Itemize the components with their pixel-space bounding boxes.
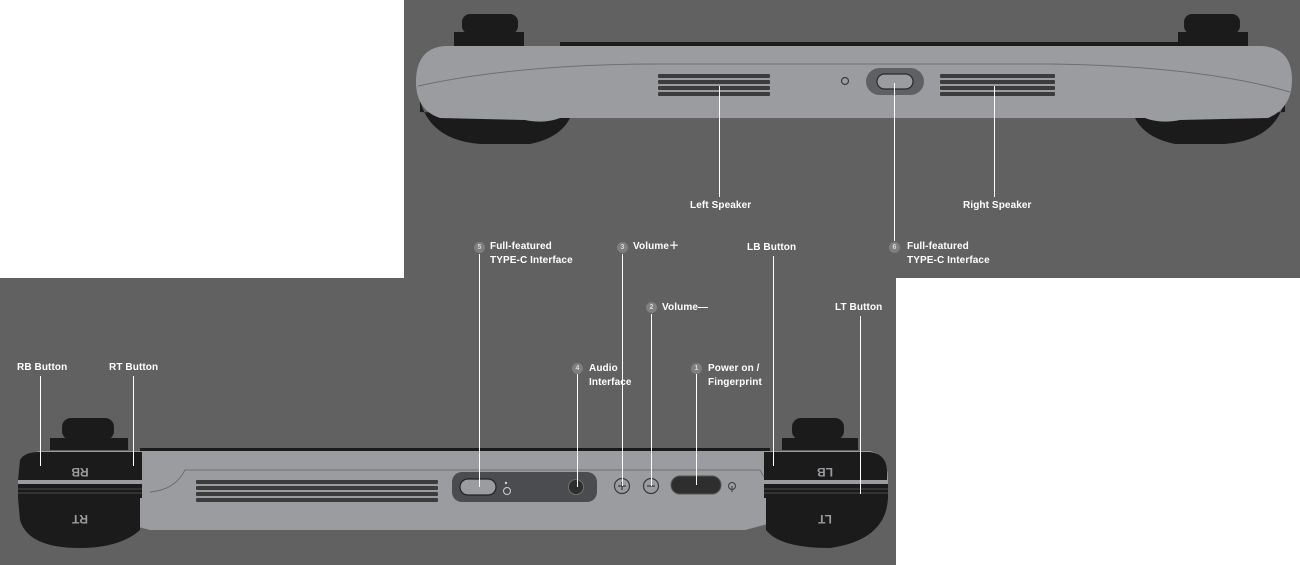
top-right-stick-base [1178, 32, 1248, 46]
leader-type-c-6 [894, 83, 895, 241]
lb-lt-gap [764, 480, 888, 484]
leader-type-c-5 [479, 254, 480, 487]
leader-right-speaker [994, 86, 995, 197]
leader-volume-plus [622, 254, 623, 486]
bottom-right-stick-base [782, 438, 858, 450]
label-type-c-6-line1: Full-featured [907, 241, 969, 252]
leader-lt [860, 316, 861, 494]
leader-rt [133, 376, 134, 466]
leader-left-speaker [719, 86, 720, 197]
leader-volume-minus [651, 314, 652, 486]
label-lt-button: LT Button [835, 302, 883, 313]
top-body [416, 46, 1292, 122]
top-body-seam [417, 63, 1291, 93]
badge-type-c-6: 6 [889, 242, 900, 253]
label-rb-button: RB Button [17, 362, 68, 373]
badge-type-c-5: 5 [474, 242, 485, 253]
lt-band [764, 484, 888, 498]
rt-band [18, 484, 142, 498]
label-volume-plus: Volume＋ [633, 241, 680, 252]
lb-shape [764, 452, 887, 480]
top-back-edge [560, 42, 1180, 48]
bottom-led-dot [504, 481, 508, 485]
label-type-c-5-line2: TYPE-C Interface [490, 255, 573, 266]
rt-mark: RT [71, 512, 88, 526]
lb-mark: LB [817, 465, 833, 479]
rb-rt-gap [18, 480, 142, 484]
top-left-stick-cap [462, 14, 518, 34]
rb-shape [18, 452, 142, 480]
label-type-c-5-line1: Full-featured [490, 241, 552, 252]
label-power-line2: Fingerprint [708, 377, 762, 388]
top-left-stick-base [454, 32, 524, 46]
label-power-line1: Power on / [708, 363, 760, 374]
bottom-audio-jack [568, 479, 584, 495]
leader-power [696, 374, 697, 485]
badge-audio: 4 [572, 363, 583, 374]
label-audio-line2: Interface [589, 377, 632, 388]
lt-mark: LT [817, 512, 831, 526]
bottom-left-stick-base [50, 438, 128, 450]
top-right-grip [1135, 100, 1285, 144]
bottom-device: RB RT LB LT [18, 418, 888, 548]
label-volume-minus: Volume— [662, 302, 709, 313]
label-type-c-6-line2: TYPE-C Interface [907, 255, 990, 266]
label-rt-button: RT Button [109, 362, 159, 373]
top-left-grip [420, 100, 570, 144]
label-lb-button: LB Button [747, 242, 797, 253]
bottom-type-c-port [459, 478, 497, 496]
label-right-speaker: Right Speaker [963, 200, 1032, 211]
badge-volume-minus: 2 [646, 302, 657, 313]
lt-shape [766, 498, 888, 548]
leader-audio [577, 374, 578, 487]
leader-rb [40, 376, 41, 466]
badge-volume-plus: 3 [617, 242, 628, 253]
top-device [416, 14, 1292, 144]
top-type-c-port [876, 73, 914, 90]
top-right-speaker-grille [940, 74, 1055, 96]
top-left-speaker-grille [658, 74, 770, 96]
fingerprint-icon [728, 482, 736, 492]
bottom-left-stick-cap [62, 418, 114, 440]
leader-lb [773, 256, 774, 466]
shoulder-stripes [18, 488, 888, 494]
top-right-stick-cap [1184, 14, 1240, 34]
bottom-speaker-grille [196, 480, 438, 502]
badge-power: 1 [691, 363, 702, 374]
bottom-right-stick-cap [792, 418, 844, 440]
label-left-speaker: Left Speaker [690, 200, 752, 211]
top-mic-hole [840, 76, 850, 86]
bottom-led-ring [503, 487, 511, 495]
rt-shape [18, 498, 140, 548]
label-audio-line1: Audio [589, 363, 618, 374]
rb-mark: RB [71, 465, 89, 479]
